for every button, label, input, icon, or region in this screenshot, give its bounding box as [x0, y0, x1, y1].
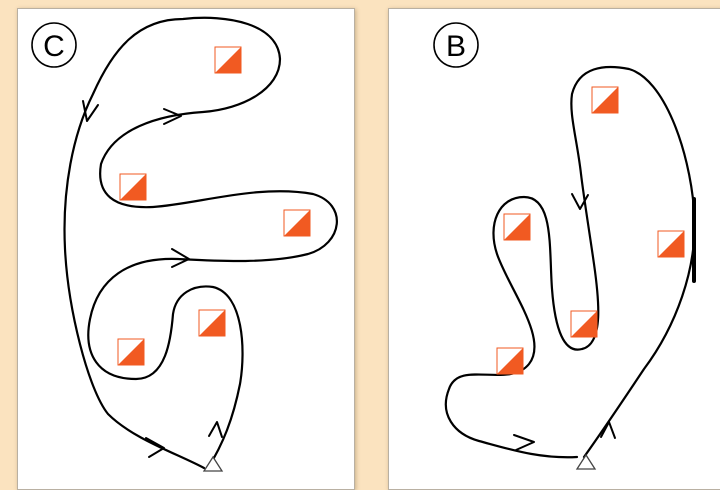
- direction-arrow-icon: [571, 193, 589, 210]
- course-label-circle: [433, 22, 479, 68]
- control-flag-icon: [503, 213, 531, 241]
- course-panel-c: C: [17, 8, 355, 490]
- control-flag-icon: [198, 309, 226, 337]
- course-label-circle: [31, 22, 77, 68]
- control-flag-icon: [591, 86, 619, 114]
- direction-arrow-icon: [171, 248, 190, 268]
- control-flag-icon: [283, 209, 311, 237]
- course-route-c: [63, 16, 338, 470]
- control-flag-icon: [214, 46, 242, 74]
- direction-arrow-icon: [163, 108, 182, 125]
- control-flag-icon: [496, 347, 524, 375]
- course-panel-b: B: [388, 8, 720, 490]
- direction-arrow-icon: [208, 421, 223, 438]
- control-flag-icon: [117, 338, 145, 366]
- direction-arrow-icon: [82, 100, 99, 122]
- course-map-b: B: [433, 22, 696, 470]
- control-flag-icon: [657, 230, 685, 258]
- course-label: C: [43, 30, 65, 63]
- direction-arrow-icon: [145, 437, 165, 458]
- control-flag-icon: [570, 310, 598, 338]
- start-triangle-icon: [575, 453, 597, 470]
- control-flag-icon: [119, 173, 147, 201]
- course-map-c: C: [31, 16, 338, 472]
- start-triangle-icon: [202, 455, 224, 472]
- direction-arrow-icon: [513, 434, 535, 451]
- course-route-b: [444, 65, 696, 459]
- course-label: B: [446, 30, 466, 63]
- direction-arrow-icon: [600, 421, 616, 439]
